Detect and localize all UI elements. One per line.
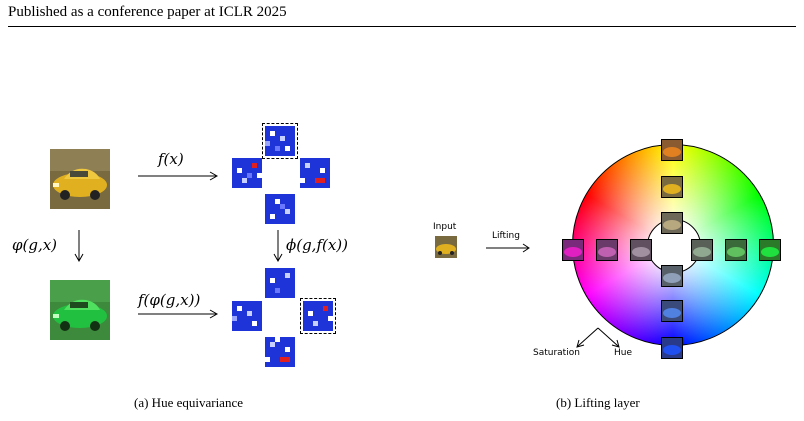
lifted-thumb-left-1 [562,239,584,261]
feature-map-bottom-1 [265,268,295,298]
running-header: Published as a conference paper at ICLR … [8,4,287,20]
saturation-label: Saturation [533,348,580,358]
feature-map-top-4 [265,194,295,224]
input-image-car-yellow [50,149,110,209]
arrow-phi-g-fx [273,230,283,263]
arrow-f-phi [138,309,219,319]
feature-map-bottom-3 [300,298,336,334]
input-label: Input [433,222,457,232]
feature-map-top-1 [262,123,298,159]
input-thumbnail [435,236,457,258]
lifting-label: Lifting [492,231,520,241]
lifted-thumb-right-1 [691,239,713,261]
caption-a: (a) Hue equivariance [134,395,243,410]
arrow-label-phi-g-fx: ϕ(g,f(x)) [286,236,349,254]
arrow-phi-g-x [74,230,84,263]
lifted-thumb-sat-top-2 [661,212,683,234]
transformed-image-car-green [50,280,110,340]
lifted-thumb-left-3 [630,239,652,261]
lifted-thumb-sat-bottom-2 [661,300,683,322]
caption-b: (b) Lifting layer [556,395,640,410]
lifted-thumb-sat-top-1 [661,176,683,198]
hue-label: Hue [614,348,633,358]
lifted-thumb-right-3 [759,239,781,261]
arrow-label-f-phi: f(φ(g,x)) [138,291,201,309]
feature-map-top-2 [232,158,262,188]
lifting-arrow [486,243,530,253]
feature-map-top-3 [300,158,330,188]
feature-map-bottom-4 [265,337,295,367]
lifted-thumb-sat-bottom-1 [661,265,683,287]
lifted-thumb-hue-top [661,139,683,161]
arrow-label-f-x: f(x) [158,150,184,168]
saturation-hue-arrows [576,327,620,348]
lifted-thumb-left-2 [596,239,618,261]
feature-map-bottom-2 [232,301,262,331]
arrow-label-phi-g-x: φ(g,x) [12,236,58,254]
lifted-thumb-hue-bottom [661,337,683,359]
header-rule [8,26,796,27]
lifted-thumb-right-2 [725,239,747,261]
arrow-f-x [138,171,219,181]
